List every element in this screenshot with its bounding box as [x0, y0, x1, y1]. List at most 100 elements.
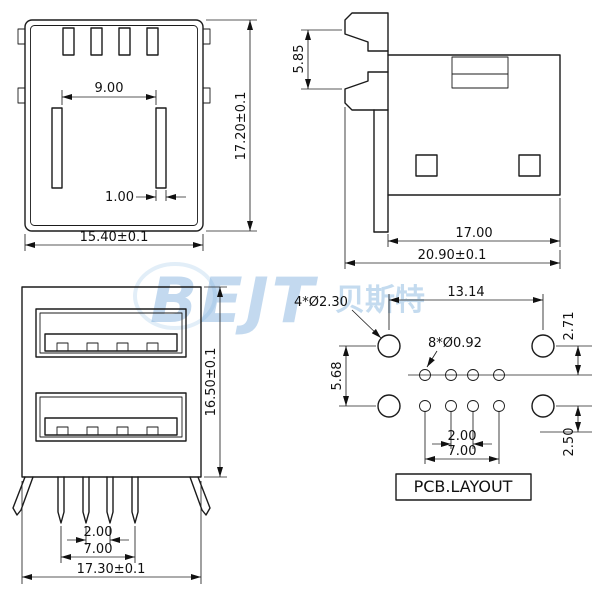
dimension-top-width: 15.40±0.1	[24, 230, 204, 251]
dimension-edge-offset: 2.50	[562, 406, 581, 457]
mount-hole	[531, 394, 555, 418]
watermark-swoosh	[133, 262, 217, 330]
front-view: 2.00 7.00 17.30±0.1 16.50±0.1	[12, 286, 227, 584]
dimension-pin-pitch: 2.00	[67, 525, 129, 545]
dim-pcb-pin-pitch-text: 2.00	[448, 429, 477, 444]
upper-latch-claw	[344, 12, 389, 52]
brand-watermark: BEJT 贝斯特	[133, 262, 425, 337]
dim-pin-pitch-text: 2.00	[84, 525, 113, 540]
side-view: 5.85 17.00 20.90±0.1	[292, 12, 561, 269]
contact-pad	[56, 426, 69, 436]
contact-slot	[90, 27, 103, 56]
watermark-cjk-text: 贝斯特	[335, 283, 425, 318]
title-box-border	[395, 473, 532, 501]
dimension-top-height: 17.20±0.1	[206, 19, 257, 232]
contact-pad	[56, 342, 69, 352]
top-view: 9.00 1.00 15.40±0.1 17.20±0.1	[17, 19, 257, 251]
housing-outline	[21, 286, 202, 478]
contact-pad	[116, 342, 129, 352]
mount-hole-callout-text: 4*Ø2.30	[294, 295, 348, 310]
pin-hole	[419, 400, 431, 412]
contact-slots	[62, 27, 159, 56]
pin-hole	[493, 400, 505, 412]
dim-top-height-text: 17.20±0.1	[234, 92, 249, 161]
watermark-brand-text: BEJT	[150, 264, 319, 337]
contact-tongue	[44, 333, 178, 352]
dim-edge-offset-text: 2.50	[562, 428, 577, 457]
mounting-ears	[17, 28, 211, 104]
dim-pcb-pin-span-text: 7.00	[448, 444, 477, 459]
port-opening-inner	[39, 396, 183, 438]
mounting-ear	[17, 87, 26, 104]
latch-window	[451, 56, 509, 89]
contact-pad	[146, 426, 159, 436]
dim-total-depth-text: 20.90±0.1	[418, 248, 487, 263]
solder-pin	[106, 476, 114, 524]
pin-slot	[518, 154, 541, 177]
dim-row-offset-text: 2.71	[562, 312, 577, 341]
dimension-row-gap: 5.68	[330, 345, 376, 407]
port-opening	[35, 392, 187, 442]
dim-pin-span-text: 7.00	[84, 542, 113, 557]
pin-holes	[419, 369, 505, 412]
dimension-row-offset: 2.71	[562, 312, 581, 375]
body-outline	[387, 54, 561, 196]
dimension-pcb-pin-span: 7.00	[424, 412, 500, 464]
dim-post-width-text: 1.00	[105, 190, 134, 205]
contact-tongue	[44, 417, 178, 436]
pin-hole	[445, 400, 457, 412]
pin-hole	[467, 369, 479, 381]
dimension-body-depth: 17.00	[387, 198, 561, 247]
dimension-pin-span: 7.00	[60, 526, 136, 563]
dim-mount-span-text: 13.14	[447, 285, 484, 300]
dim-top-width-text: 15.40±0.1	[80, 230, 149, 245]
guide-post	[155, 107, 167, 189]
mount-hole	[377, 394, 401, 418]
contact-slot	[146, 27, 159, 56]
dimension-front-width: 17.30±0.1	[21, 481, 202, 584]
dim-latch-height-text: 5.85	[292, 45, 307, 74]
mount-hole	[377, 334, 401, 358]
dim-body-depth-text: 17.00	[455, 226, 492, 241]
contact-pad	[86, 342, 99, 352]
shell-outline	[24, 19, 204, 232]
mount-hole	[531, 334, 555, 358]
dim-front-height-text: 16.50±0.1	[204, 348, 219, 417]
mounting-leg-left	[12, 476, 34, 516]
contact-slot	[62, 27, 75, 56]
pin-hole	[419, 369, 431, 381]
dimension-total-depth: 20.90±0.1	[344, 107, 561, 269]
contact-slot	[118, 27, 131, 56]
mounting-ear	[202, 87, 211, 104]
dim-front-width-text: 17.30±0.1	[77, 562, 146, 577]
shell-inner-wall	[30, 25, 198, 226]
mounting-ear	[202, 28, 211, 45]
pin-hole	[493, 369, 505, 381]
mount-holes	[377, 334, 555, 418]
dimension-mount-span: 13.14	[388, 285, 544, 330]
callout-pin-holes: 8*Ø0.92	[426, 336, 482, 368]
contact-pad	[146, 342, 159, 352]
mounting-ear	[17, 28, 26, 45]
pin-hole	[445, 369, 457, 381]
dimension-slot-gap: 9.00	[61, 81, 157, 105]
usb-port-lower	[35, 392, 187, 442]
callout-mount-holes: 4*Ø2.30	[294, 295, 382, 339]
solder-pins	[57, 476, 139, 524]
pin-hole	[467, 400, 479, 412]
port-opening	[35, 308, 187, 358]
pin-slot	[415, 154, 438, 177]
pcb-layout-title-text: PCB.LAYOUT	[414, 477, 513, 496]
solder-pin	[131, 476, 139, 524]
dimension-latch-height: 5.85	[292, 29, 342, 90]
pcb-layout: 4*Ø2.30 8*Ø0.92 13.14 2.71 2.50 5.68	[294, 285, 592, 501]
usb-port-upper	[35, 308, 187, 358]
port-opening-inner	[39, 312, 183, 354]
dimension-front-height: 16.50±0.1	[204, 286, 227, 478]
dimension-post-width: 1.00	[105, 190, 186, 205]
solder-pin	[82, 476, 90, 524]
pcb-layout-title-box: PCB.LAYOUT	[395, 473, 532, 501]
dimension-pcb-pin-pitch: 2.00	[432, 412, 492, 449]
dim-row-gap-text: 5.68	[330, 362, 345, 391]
